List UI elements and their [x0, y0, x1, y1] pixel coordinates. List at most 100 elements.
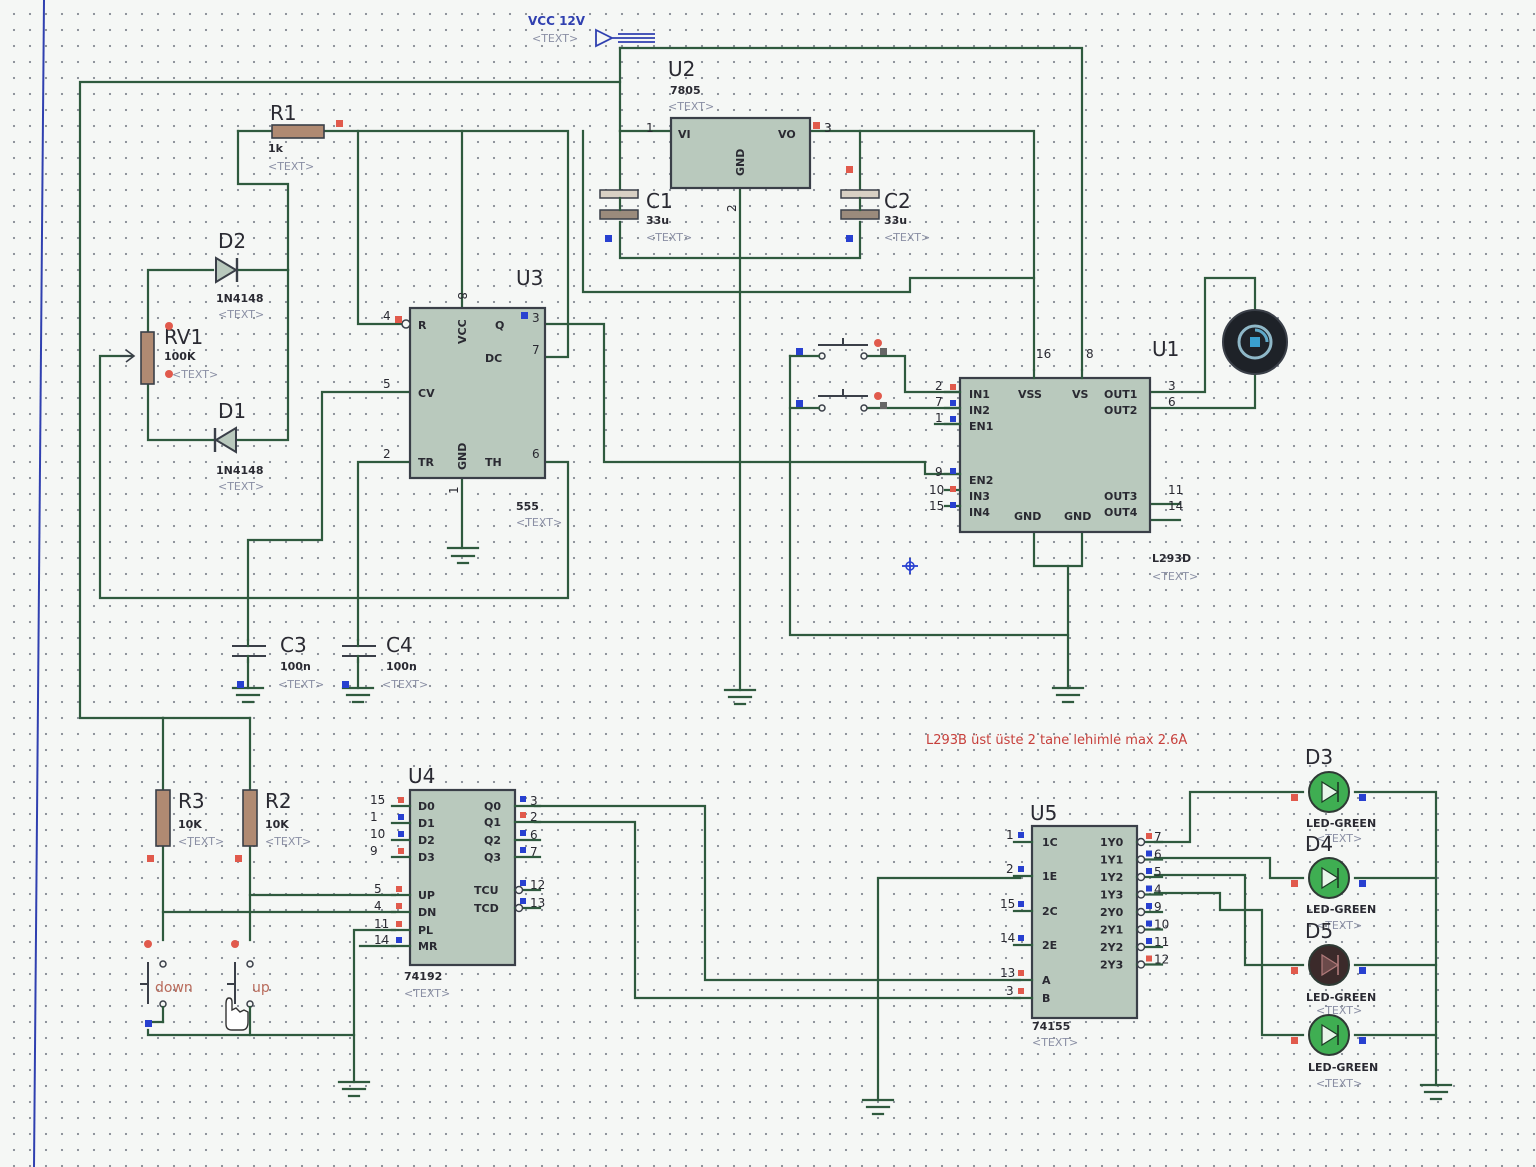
- u4-pin-up: UP: [418, 889, 435, 902]
- u4-pin-number: 13: [530, 896, 545, 910]
- dc-motor[interactable]: [1222, 309, 1288, 375]
- motor-driver-u1[interactable]: U1 L293D <TEXT> IN1 IN2 EN1 EN2 IN3 IN4 …: [929, 337, 1198, 583]
- u5-pin-marker: [1018, 970, 1024, 976]
- led-d3[interactable]: D3 LED-GREEN <TEXT>: [1291, 745, 1376, 845]
- r1-text: <TEXT>: [268, 160, 314, 173]
- u4-pin-inverter: [514, 903, 524, 913]
- capacitor-c4[interactable]: C4 100n <TEXT>: [342, 633, 428, 691]
- u4-pin-number: 15: [370, 793, 385, 807]
- u1-pin10: 10: [929, 483, 944, 497]
- diode-d2[interactable]: D2 1N4148 <TEXT>: [215, 229, 264, 321]
- u2-pin3: 3: [824, 121, 832, 135]
- diode-d1[interactable]: D1 1N4148 <TEXT>: [213, 399, 264, 493]
- u1-pin-in1: IN1: [969, 388, 990, 401]
- switch-up[interactable]: up: [227, 940, 270, 1037]
- counter-u4[interactable]: U4 74192 <TEXT> D015D11D210D39UP5DN4PL11…: [370, 764, 545, 1000]
- r3-text: <TEXT>: [178, 835, 224, 848]
- design-note: L293B üst üste 2 tane lehimle max 2.6A: [926, 733, 1187, 748]
- u5-pin-marker: [1018, 832, 1024, 838]
- u1-pin11: 11: [1168, 483, 1183, 497]
- u2-pin-vi: VI: [678, 128, 691, 141]
- u4-pin-number: 4: [374, 899, 382, 913]
- u5-pin-2y0: 2Y0: [1100, 906, 1124, 919]
- u5-pin-marker: [1146, 850, 1152, 857]
- led-d4[interactable]: D4 LED-GREEN <TEXT>: [1291, 832, 1376, 932]
- ground-icon: [861, 1098, 895, 1116]
- u2-text: <TEXT>: [668, 100, 714, 113]
- vcc-terminal[interactable]: VCC 12V <TEXT>: [528, 14, 655, 48]
- u4-pin-marker: [520, 898, 526, 904]
- pushbutton-1[interactable]: [788, 338, 887, 360]
- c3-value: 100n: [280, 660, 311, 673]
- u4-pin-number: 2: [530, 810, 538, 824]
- u5-pin-marker: [1146, 833, 1152, 839]
- d2-ref: D2: [218, 229, 246, 253]
- r1-value: 1k: [268, 142, 284, 155]
- led-d6[interactable]: LED-GREEN <TEXT>: [1291, 1014, 1378, 1090]
- resistor-r3[interactable]: R3 10K <TEXT>: [147, 789, 224, 862]
- u1-pin-in3: IN3: [969, 490, 990, 503]
- u3-pin-r: R: [418, 319, 427, 332]
- u1-pin-gnd2: GND: [1064, 510, 1091, 523]
- u1-pin-vss: VSS: [1018, 388, 1042, 401]
- u1-pin1: 1: [935, 411, 943, 425]
- u5-pin-number: 11: [1154, 935, 1169, 949]
- d1-ref: D1: [218, 399, 246, 423]
- u1-pin14: 14: [1168, 499, 1183, 513]
- d2-text: <TEXT>: [218, 308, 264, 321]
- c1-value: 33u: [646, 214, 669, 227]
- regulator-u2[interactable]: U2 7805 <TEXT> VI VO GND 1 2 3: [646, 57, 832, 212]
- c1-text: <TEXT>: [646, 231, 692, 244]
- d2-value: 1N4148: [216, 292, 263, 305]
- ground-icon: [337, 1080, 371, 1098]
- resistor-r1[interactable]: R1 1k <TEXT>: [268, 101, 343, 173]
- c4-value: 100n: [386, 660, 417, 673]
- u5-pin-2y2: 2Y2: [1100, 941, 1123, 954]
- timer-u3[interactable]: U3 555 <TEXT> R VCC Q DC CV TR GND TH 4 …: [383, 266, 562, 529]
- resistor-r2[interactable]: R2 10K <TEXT>: [235, 789, 311, 862]
- u4-pin-tcd: TCD: [474, 902, 499, 915]
- potentiometer-rv1[interactable]: RV1 100K <TEXT>: [120, 322, 218, 385]
- u1-pin2: 2: [935, 379, 943, 393]
- u1-pin-out1: OUT1: [1104, 388, 1137, 401]
- pushbutton-2[interactable]: [788, 389, 887, 412]
- u4-pin-inverter: [514, 885, 524, 895]
- u4-pin-number: 1: [370, 810, 378, 824]
- u5-pin-number: 5: [1154, 865, 1162, 879]
- u5-pin-a: A: [1042, 974, 1051, 987]
- u5-pin-inverter: [1136, 890, 1146, 899]
- led-d5[interactable]: D5 LED-GREEN <TEXT>: [1291, 919, 1376, 1017]
- capacitor-c1[interactable]: C1 33u <TEXT>: [599, 189, 692, 244]
- ground-icon: [231, 686, 265, 704]
- u5-pin-1y2: 1Y2: [1100, 871, 1123, 884]
- sheet-border: [33, 0, 45, 1167]
- u5-pin-inverter: [1136, 907, 1146, 917]
- d3-text: <TEXT>: [1316, 832, 1362, 845]
- c4-ref: C4: [386, 633, 413, 657]
- capacitor-c2[interactable]: C2 33u <TEXT>: [840, 166, 930, 244]
- ground-symbols: [231, 546, 1453, 1116]
- u4-value: 74192: [404, 970, 442, 983]
- u5-pin-inverter: [1136, 925, 1146, 934]
- u5-pin-1e: 1E: [1042, 870, 1057, 883]
- u5-text: <TEXT>: [1032, 1036, 1078, 1049]
- u2-pin-gnd: GND: [734, 149, 747, 176]
- d6-text: <TEXT>: [1316, 1077, 1362, 1090]
- wires: [78, 46, 1438, 1102]
- c4-text: <TEXT>: [382, 678, 428, 691]
- u5-pin-2y1: 2Y1: [1100, 924, 1123, 937]
- u5-pin-marker: [1146, 955, 1152, 962]
- ground-icon: [1419, 1083, 1453, 1101]
- u4-pin-tcu: TCU: [474, 884, 499, 897]
- capacitor-c3[interactable]: C3 100n <TEXT>: [232, 633, 324, 691]
- u5-pin-number: 9: [1154, 900, 1162, 914]
- switch-down-label: down: [155, 980, 193, 996]
- u4-pin-number: 6: [530, 828, 538, 842]
- switch-down[interactable]: down: [140, 940, 193, 1027]
- u1-pin-in4: IN4: [969, 506, 990, 519]
- d1-text: <TEXT>: [218, 480, 264, 493]
